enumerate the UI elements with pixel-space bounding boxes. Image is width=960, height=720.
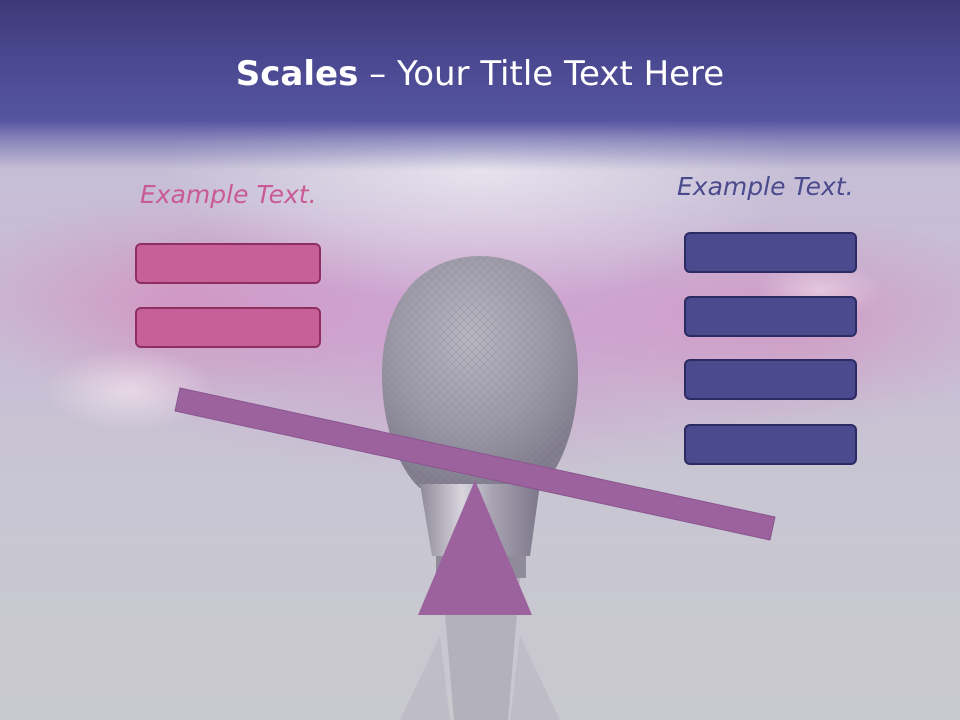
- right-text-box-3[interactable]: [684, 359, 857, 400]
- right-text-box-1[interactable]: [684, 232, 857, 273]
- right-text-box-4[interactable]: [684, 424, 857, 465]
- header-band: [0, 0, 960, 170]
- slide-title[interactable]: Scales – Your Title Text Here: [0, 52, 960, 96]
- left-text-box-2[interactable]: [135, 307, 321, 348]
- right-text-box-2[interactable]: [684, 296, 857, 337]
- microphone-image: [380, 256, 580, 720]
- left-text-box-1[interactable]: [135, 243, 321, 284]
- right-example-text[interactable]: Example Text.: [677, 172, 854, 201]
- left-example-text[interactable]: Example Text.: [140, 180, 317, 209]
- title-bold-part: Scales: [235, 54, 359, 94]
- title-rest-part: – Your Title Text Here: [358, 54, 725, 94]
